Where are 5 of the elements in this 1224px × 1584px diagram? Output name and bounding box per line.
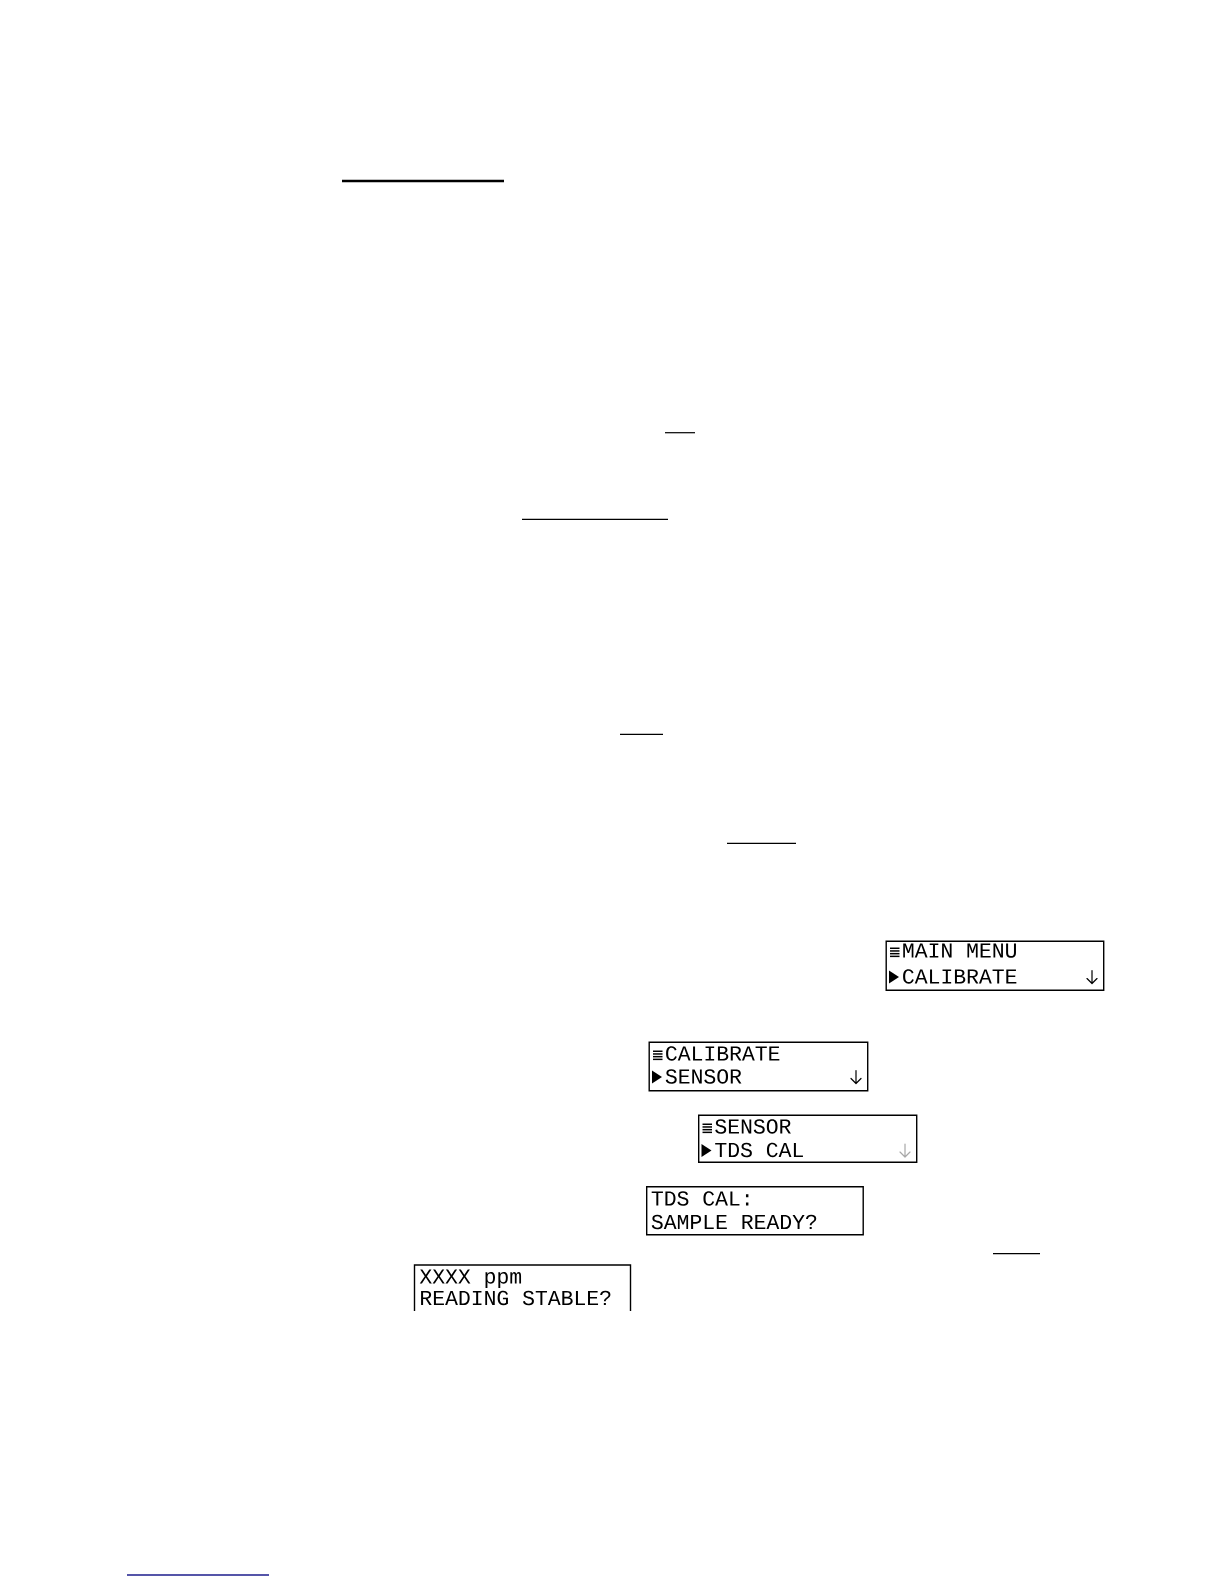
lcd-display: MAIN MENU CALIBRATE — [885, 940, 1105, 991]
lcd-display: TDS CAL: SAMPLE READY? — [646, 1186, 864, 1236]
lcd-display: SENSOR TDS CAL — [698, 1114, 918, 1163]
lcd-display: CALIBRATE SENSOR — [648, 1041, 869, 1092]
lcd-display: XXXX ppm READING STABLE? — [413, 1264, 632, 1312]
